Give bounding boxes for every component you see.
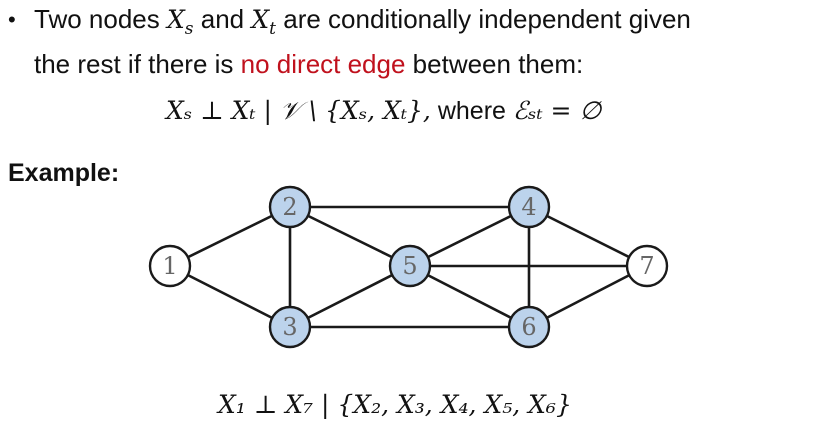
math-x-t-var: X: [251, 5, 270, 34]
edge-6-7: [528, 264, 648, 329]
edge-5-4: [409, 205, 530, 268]
highlight-no-direct-edge: no direct edge: [240, 49, 406, 79]
bullet-symbol: •: [8, 7, 16, 32]
example-independence-formula: X₁ ⊥ X₇ | {X₂, X₃, X₄, X₅, X₆}: [218, 390, 572, 419]
math-x-s-var: X: [166, 5, 185, 34]
bullet-text-1c: are conditionally independent given: [276, 4, 691, 34]
node-2-label: 2: [282, 193, 297, 221]
example-label: Example:: [8, 159, 120, 187]
edge-4-7: [528, 205, 648, 268]
edge-2-5: [289, 205, 411, 268]
node-1-circle: [148, 244, 192, 288]
edge-1-2: [169, 205, 291, 268]
formula-independence: Xₛ ⊥ Xₜ | 𝒱 \ {Xₛ, Xₜ},: [166, 96, 431, 125]
node-5-circle: [388, 244, 432, 288]
node-3: 3: [268, 305, 312, 349]
bullet-text-2b: between them:: [405, 49, 584, 79]
graph-nodes: 1 2 3 4 5 6 7: [148, 185, 669, 349]
bullet-point: • Two nodes Xs and Xt are conditionally i…: [8, 2, 808, 82]
bullet-text-2a: the rest if there is: [34, 49, 241, 79]
formula-where-label: where: [437, 97, 506, 125]
node-7-label: 7: [639, 252, 654, 280]
math-x-s: Xs: [166, 5, 194, 39]
math-x-s-sub: s: [184, 19, 194, 39]
node-5-label: 5: [402, 252, 417, 280]
node-1: 1: [148, 244, 192, 288]
bullet-line-2: the rest if there is no direct edge betw…: [8, 47, 808, 82]
node-5: 5: [388, 244, 432, 288]
edge-5-6: [409, 264, 530, 329]
node-4-circle: [507, 185, 551, 229]
formula-edge-set: ℰₛₜ = ∅: [512, 96, 602, 125]
node-6-circle: [507, 305, 551, 349]
node-2: 2: [268, 185, 312, 229]
bullet-line-1: • Two nodes Xs and Xt are conditionally i…: [8, 2, 808, 47]
node-6-label: 6: [521, 313, 536, 341]
math-x-t: Xt: [251, 5, 276, 39]
node-4: 4: [507, 185, 551, 229]
node-7-circle: [625, 244, 669, 288]
conditional-independence-formula: Xₛ ⊥ Xₜ | 𝒱 \ {Xₛ, Xₜ}, where ℰₛₜ = ∅: [166, 96, 601, 126]
node-1-label: 1: [162, 252, 177, 280]
edge-3-5: [289, 264, 411, 329]
node-2-circle: [268, 185, 312, 229]
edge-1-3: [169, 264, 291, 329]
node-3-label: 3: [282, 313, 297, 341]
node-7: 7: [625, 244, 669, 288]
node-3-circle: [268, 305, 312, 349]
bullet-text-1a: Two nodes: [34, 4, 167, 34]
node-4-label: 4: [521, 193, 536, 221]
node-6: 6: [507, 305, 551, 349]
math-x-t-sub: t: [269, 19, 277, 39]
bullet-text-1b: and: [193, 4, 252, 34]
